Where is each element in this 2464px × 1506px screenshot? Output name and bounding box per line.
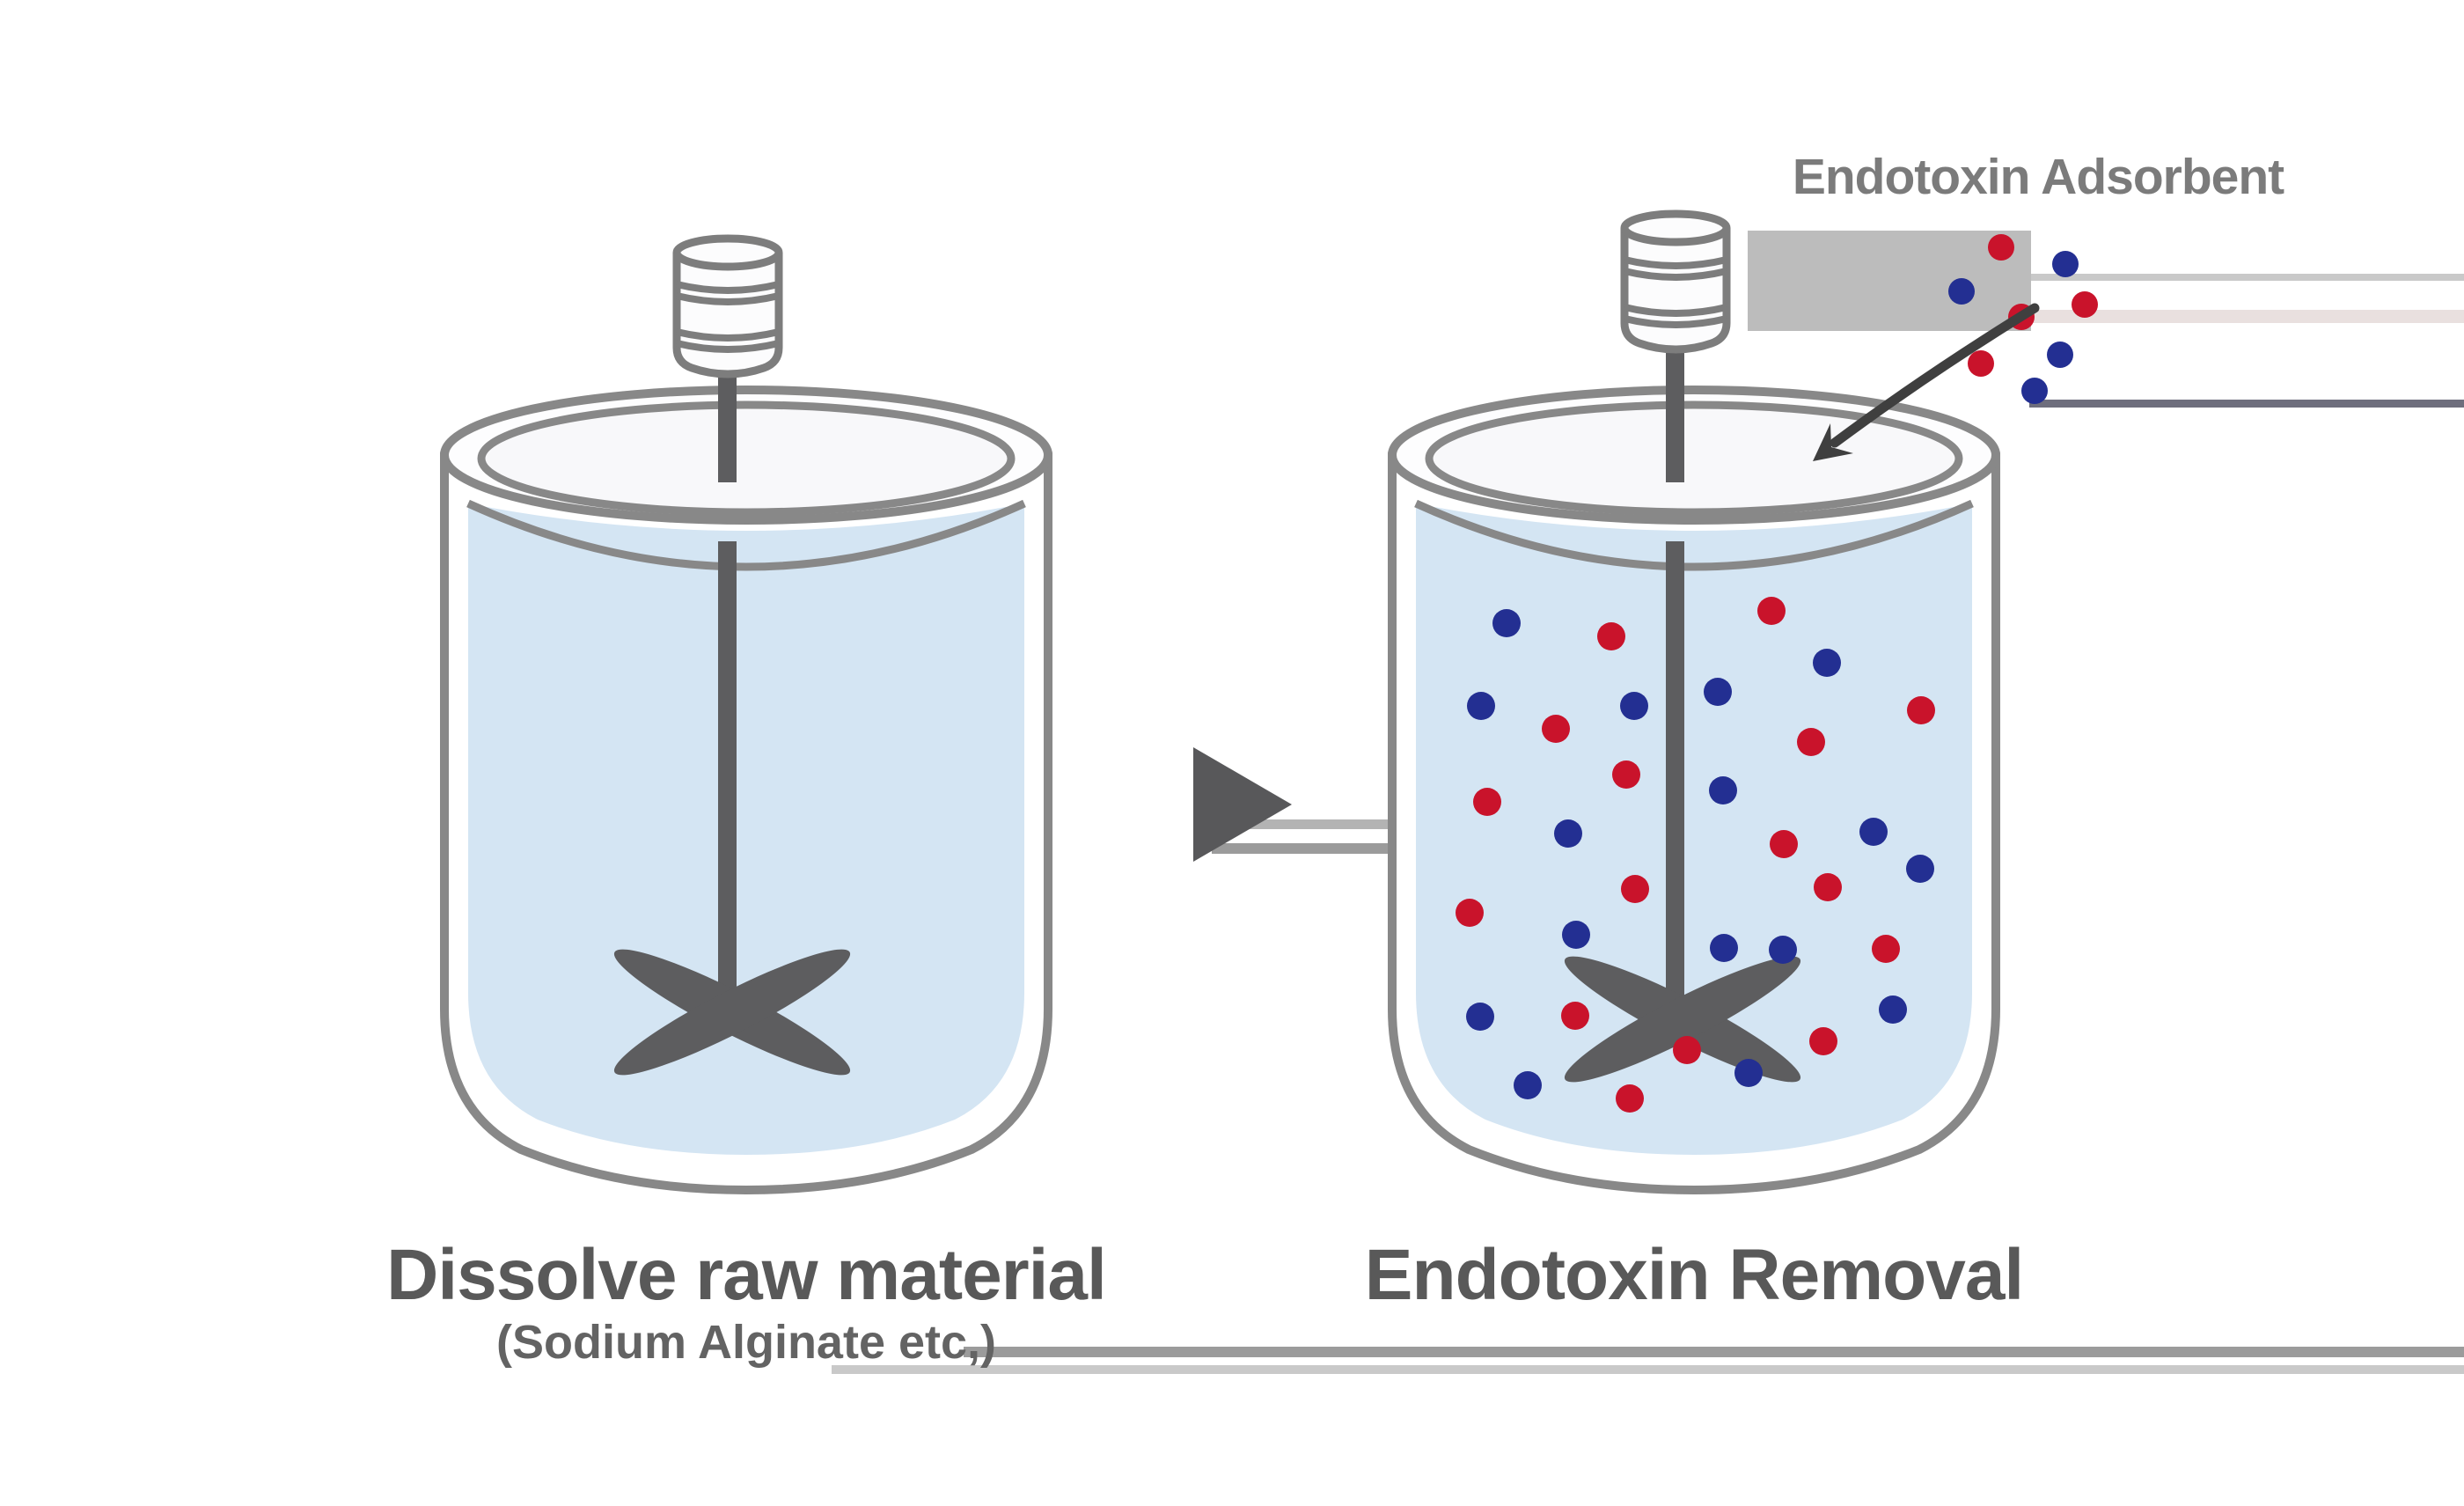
red-particle-dot bbox=[1673, 1036, 1701, 1064]
blue-particle-dot bbox=[1709, 776, 1737, 804]
adsorbent-particles-group bbox=[1948, 234, 2098, 404]
red-particle-dot bbox=[2072, 291, 2098, 318]
endotoxin-particles-group bbox=[1456, 597, 1935, 1113]
background-bands bbox=[832, 231, 2464, 1374]
red-particle-dot bbox=[1597, 622, 1625, 650]
red-particle-dot bbox=[1456, 899, 1484, 927]
slate-line bbox=[2029, 400, 2464, 408]
left-stirrer-shaft-upper bbox=[718, 373, 737, 482]
blue-particle-dot bbox=[1813, 649, 1841, 677]
blue-particle-dot bbox=[1492, 609, 1521, 637]
blue-particle-dot bbox=[1879, 995, 1907, 1024]
transfer-arrow bbox=[1193, 747, 1390, 862]
blue-particle-dot bbox=[1554, 819, 1582, 848]
red-particle-dot bbox=[1907, 696, 1935, 724]
gray-band bbox=[1748, 231, 2031, 331]
red-particle-dot bbox=[1770, 830, 1798, 858]
red-particle-dot bbox=[1616, 1084, 1644, 1113]
adsorbent-pour-arrow-icon bbox=[1813, 303, 2040, 461]
blue-particle-dot bbox=[2047, 342, 2073, 368]
arrow-triangle-icon bbox=[1193, 747, 1292, 862]
left-step-subtitle: (Sodium Alginate etc,) bbox=[495, 1316, 997, 1369]
blue-particle-dot bbox=[1948, 278, 1975, 305]
red-particle-dot bbox=[1814, 873, 1842, 901]
blue-particle-dot bbox=[1710, 934, 1738, 962]
right-impeller-icon bbox=[1564, 956, 1801, 1083]
bottom-light-line bbox=[832, 1365, 2464, 1374]
red-particle-dot bbox=[1621, 875, 1649, 903]
blue-particle-dot bbox=[1466, 1003, 1494, 1031]
right-step-title: Endotoxin Removal bbox=[1364, 1235, 2024, 1315]
blue-particle-dot bbox=[1704, 678, 1732, 706]
blue-particle-dot bbox=[1906, 855, 1934, 883]
right-stirrer-shaft-upper bbox=[1666, 349, 1684, 482]
blue-particle-dot bbox=[1734, 1059, 1763, 1087]
left-vessel bbox=[440, 234, 1052, 1194]
left-impeller-icon bbox=[613, 949, 851, 1076]
blue-particle-dot bbox=[1859, 818, 1888, 846]
blue-particle-dot bbox=[2052, 251, 2079, 277]
right-vessel bbox=[1388, 209, 2000, 1194]
blue-particle-dot bbox=[1467, 692, 1495, 720]
transfer-line-lower bbox=[1212, 843, 1390, 854]
red-particle-dot bbox=[1473, 788, 1501, 816]
left-motor-cap-icon bbox=[672, 234, 783, 378]
bottom-medium-line bbox=[964, 1347, 2464, 1357]
red-particle-dot bbox=[1561, 1002, 1589, 1030]
thin-gray-line bbox=[2031, 274, 2464, 281]
left-step-title: Dissolve raw material bbox=[386, 1235, 1107, 1315]
blue-particle-dot bbox=[1620, 692, 1648, 720]
red-particle-dot bbox=[1542, 715, 1570, 743]
red-particle-dot bbox=[1612, 760, 1640, 789]
red-particle-dot bbox=[1968, 350, 1994, 377]
red-particle-dot bbox=[1797, 728, 1825, 756]
left-vessel-rim-inner bbox=[477, 400, 1016, 517]
blue-particle-dot bbox=[1769, 936, 1797, 964]
transfer-line-upper bbox=[1232, 819, 1390, 829]
right-motor-cap-icon bbox=[1620, 209, 1731, 354]
left-vessel-liquid bbox=[468, 503, 1024, 1155]
blue-particle-dot bbox=[1562, 921, 1590, 949]
blue-particle-dot bbox=[2021, 378, 2048, 404]
red-particle-dot bbox=[1809, 1027, 1837, 1055]
red-particle-dot bbox=[1872, 935, 1900, 963]
red-particle-dot bbox=[1757, 597, 1786, 625]
right-vessel-rim-inner bbox=[1425, 400, 1963, 517]
right-stirrer-shaft-lower bbox=[1666, 541, 1684, 1021]
red-particle-dot bbox=[1988, 234, 2014, 261]
left-stirrer-shaft-lower bbox=[718, 541, 737, 1021]
left-liquid-surface-line bbox=[466, 499, 1026, 571]
thin-pink-line bbox=[2031, 310, 2464, 323]
blue-particle-dot bbox=[1514, 1071, 1542, 1099]
right-liquid-surface-line bbox=[1414, 499, 1974, 571]
adsorbent-label: Endotoxin Adsorbent bbox=[1792, 149, 2284, 205]
